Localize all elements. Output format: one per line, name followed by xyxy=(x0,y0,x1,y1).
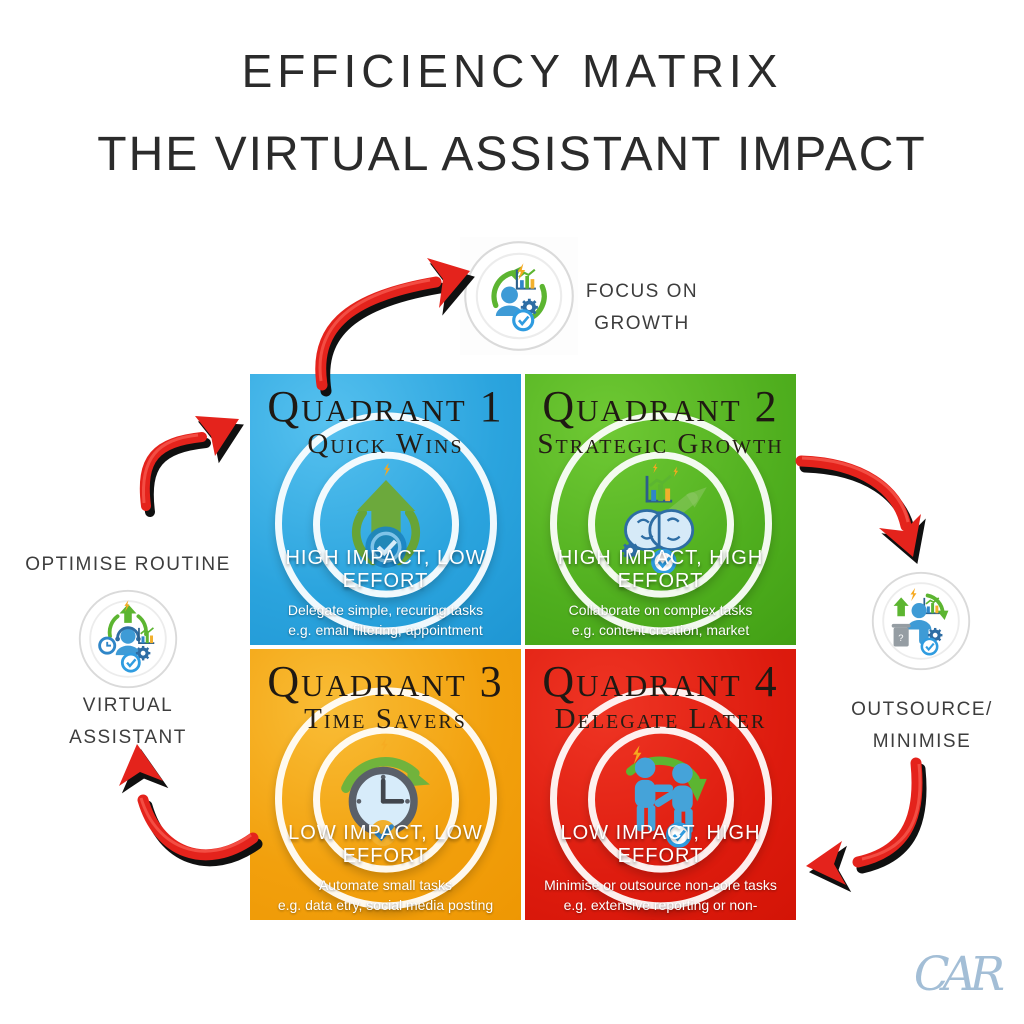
delegate-people-icon xyxy=(625,745,707,848)
virtual-assistant-node xyxy=(75,586,181,692)
quadrant-description: Automate small tasks e.g. data etry, soc… xyxy=(250,875,521,916)
quadrant-title: Quadrant 2 xyxy=(542,382,779,431)
quadrant-description-line: Minimise or outsource non-core tasks xyxy=(544,876,777,893)
background-ring xyxy=(274,411,497,634)
growth-arrow-refresh-icon xyxy=(351,462,420,568)
red-arrow-quadrant-2-to-outsource xyxy=(795,455,926,564)
quadrant-subtitle: Delegate Later xyxy=(554,703,767,735)
efficiency-matrix-grid: Quadrant 1 Quick Wins HIGH IMPACT, LOW E… xyxy=(250,374,796,920)
virtual-assistant-label-line: VIRTUAL xyxy=(82,695,174,716)
outsource-label-line: OUTSOURCE/ xyxy=(851,699,993,720)
quadrant-description-line: e.g. content creation, market xyxy=(571,622,750,639)
quadrant-title: Quadrant 1 xyxy=(267,382,504,431)
impact-effort-label: LOW IMPACT, LOW EFFORT xyxy=(288,821,483,867)
red-arrow-quadrant-1-to-focus-on-growth xyxy=(315,258,475,397)
quadrant-description-line: e.g. extensive reporting or non- xyxy=(563,897,758,914)
quadrant-subtitle: Time Savers xyxy=(304,703,467,735)
virtual-assistant-headset-icon xyxy=(78,589,178,689)
quadrant-3-time-savers: Quadrant 3 Time Savers xyxy=(250,649,521,920)
quadrant-description: Delegate simple, recuring tasks e.g. ema… xyxy=(250,600,521,645)
page-subtitle: THE VIRTUAL ASSISTANT IMPACT xyxy=(97,128,927,181)
page-title: EFFICIENCY MATRIX xyxy=(241,45,783,97)
red-arrow-quadrant-3-to-virtual-assistant xyxy=(119,744,263,867)
background-ring xyxy=(587,726,734,873)
quadrant-title: Quadrant 4 xyxy=(542,657,779,706)
impact-effort-label: HIGH IMPACT, HIGH EFFORT xyxy=(557,546,764,592)
focus-label-line: GROWTH xyxy=(594,313,690,334)
quadrant-description-line: e.g. data etry, social media posting xyxy=(277,897,494,914)
red-arrow-outsource-to-quadrant-4 xyxy=(806,757,927,893)
author-monogram: CAR xyxy=(913,947,1005,1002)
background-ring xyxy=(587,451,734,598)
focus-label-line: FOCUS ON xyxy=(585,281,699,302)
quadrant-2-strategic-growth: Quadrant 2 Strategic Growth xyxy=(525,374,796,645)
clock-automation-icon xyxy=(340,737,430,847)
quadrant-subtitle: Quick Wins xyxy=(307,428,464,460)
quadrant-description-line: Collaborate on complex tasks xyxy=(568,601,753,618)
impact-effort-label: LOW IMPACT, HIGH EFFORT xyxy=(560,821,761,867)
svg-text:?: ? xyxy=(898,633,903,644)
background-ring xyxy=(549,686,772,909)
growth-chart-person-icon xyxy=(464,241,574,351)
red-arrow-to-quadrant-1 xyxy=(139,416,244,517)
virtual-assistant-label: VIRTUAL ASSISTANT xyxy=(28,690,228,754)
quadrant-description-line: scheduling xyxy=(250,640,521,645)
quadrant-description-line: Automate small tasks xyxy=(318,876,453,893)
outsource-minimise-node: ? xyxy=(868,568,974,674)
focus-on-growth-node xyxy=(460,237,578,355)
outsource-minimise-label: OUTSOURCE/ MINIMISE xyxy=(827,694,1017,758)
background-ring xyxy=(312,726,459,873)
background-ring xyxy=(312,451,459,598)
quadrant-description: Minimise or outsource non-core tasks e.g… xyxy=(525,875,796,920)
quadrant-description-line: research & strategies xyxy=(525,640,796,645)
background-ring xyxy=(549,411,772,634)
outsource-label-line: MINIMISE xyxy=(872,731,972,752)
quadrant-description-line: essential admin. xyxy=(525,915,796,920)
focus-on-growth-label: FOCUS ON GROWTH xyxy=(574,276,710,340)
quadrant-subtitle: Strategic Growth xyxy=(537,428,784,460)
background-ring xyxy=(274,686,497,909)
outsource-trash-person-icon: ? xyxy=(871,571,971,671)
virtual-assistant-label-line: ASSISTANT xyxy=(69,727,187,748)
impact-effort-label: HIGH IMPACT, LOW EFFORT xyxy=(285,546,486,592)
quadrant-1-quick-wins: Quadrant 1 Quick Wins HIGH IMPACT, LOW E… xyxy=(250,374,521,645)
optimise-routine-label: OPTIMISE ROUTINE xyxy=(25,554,231,575)
quadrant-title: Quadrant 3 xyxy=(267,657,504,706)
brain-growth-icon xyxy=(619,462,707,573)
quadrant-description-line: e.g. email filtering, appointment xyxy=(288,622,483,639)
quadrant-4-delegate-later: Quadrant 4 Delegate Later xyxy=(525,649,796,920)
quadrant-description-line: Delegate simple, recuring tasks xyxy=(287,601,484,618)
quadrant-description: Collaborate on complex tasks e.g. conten… xyxy=(525,600,796,645)
